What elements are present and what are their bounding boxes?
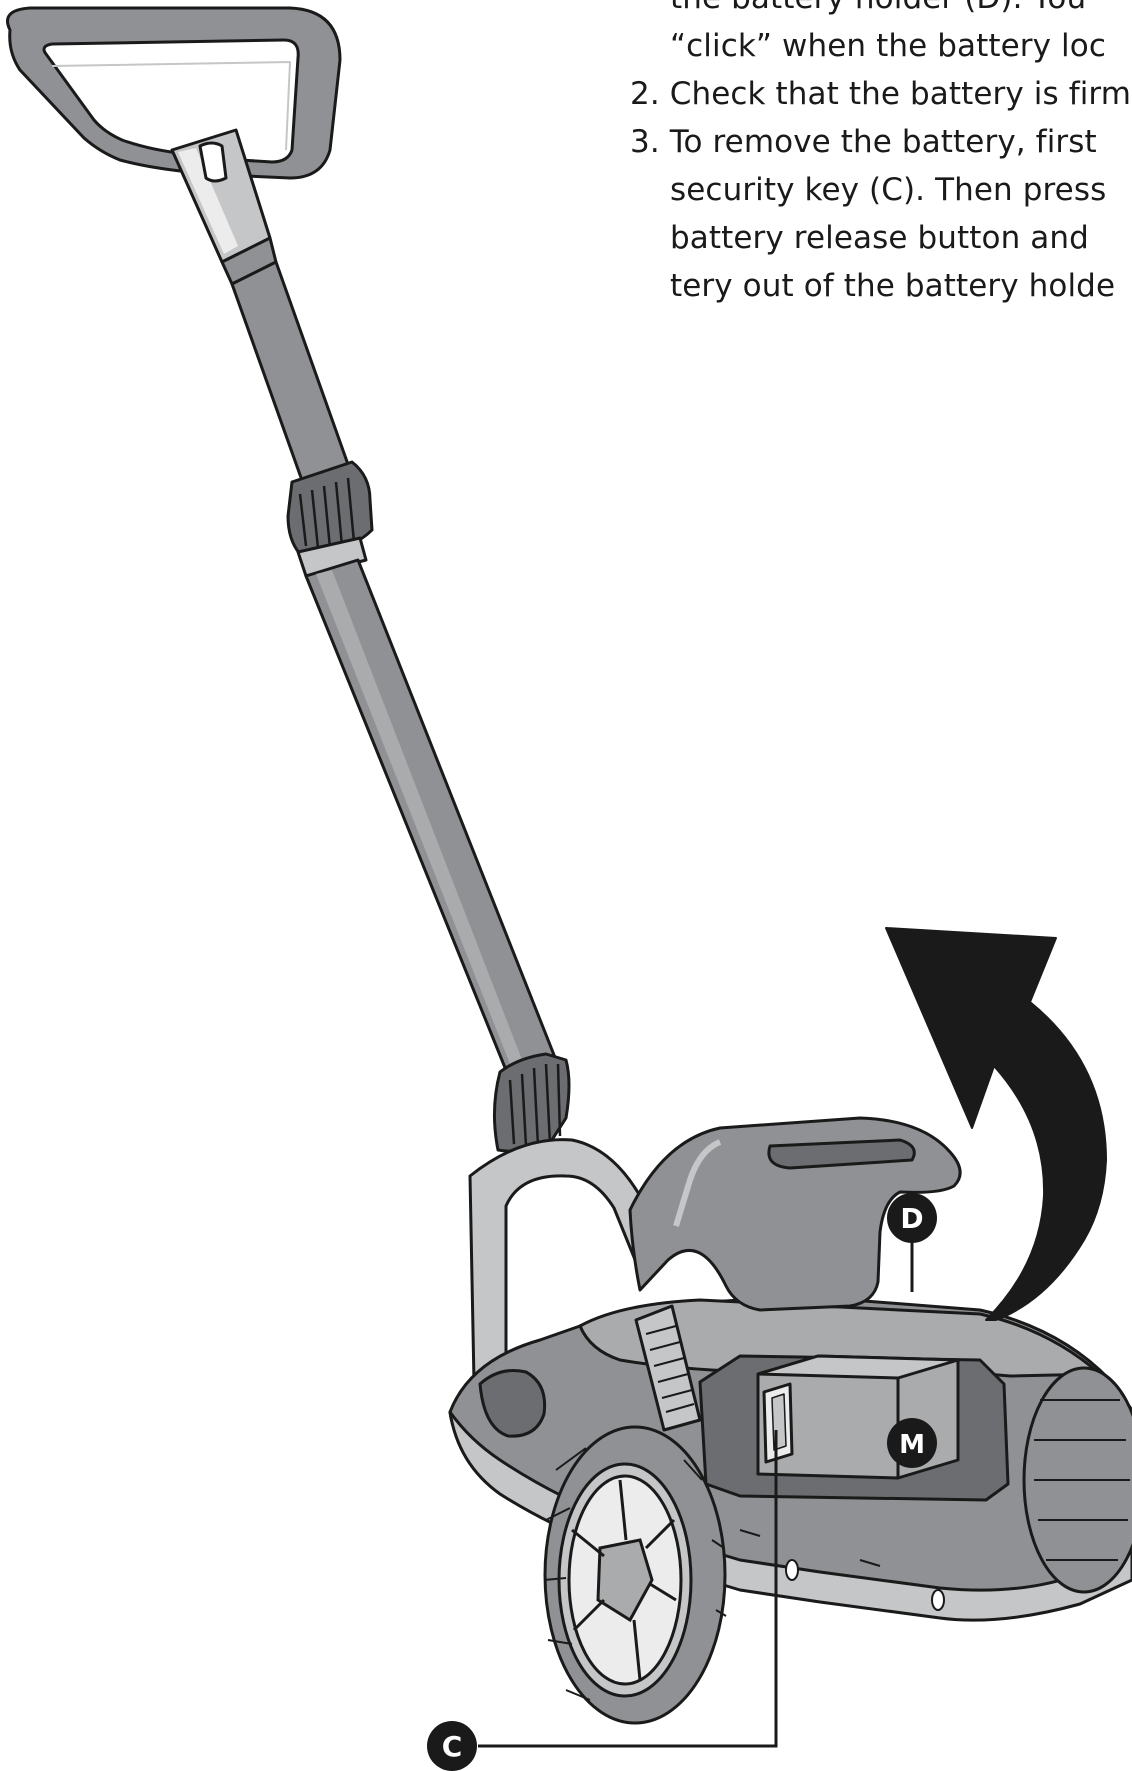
- instruction-line-1: the battery holder (D). You: [670, 0, 1086, 22]
- instruction-line-2: “click” when the battery loc: [670, 22, 1106, 70]
- instruction-line-5: security key (C). Then press: [670, 166, 1106, 214]
- instruction-line-4: 3. To remove the battery, first: [630, 118, 1097, 166]
- instruction-line-6: battery release button and: [670, 214, 1089, 262]
- handle-shaft: [232, 262, 569, 1151]
- callout-c-label: C: [442, 1730, 463, 1763]
- instruction-line-3: 2. Check that the battery is firm: [630, 70, 1131, 118]
- callout-d-label: D: [900, 1202, 923, 1235]
- instruction-text-block: the battery holder (D). You “click” when…: [630, 0, 1132, 394]
- rear-wheel: [1024, 1368, 1132, 1592]
- lift-direction-arrow: [886, 928, 1106, 1320]
- security-key: [764, 1384, 792, 1462]
- front-wheel: [544, 1427, 726, 1723]
- instruction-line-7: tery out of the battery holde: [670, 262, 1115, 310]
- callout-m-label: M: [899, 1430, 925, 1460]
